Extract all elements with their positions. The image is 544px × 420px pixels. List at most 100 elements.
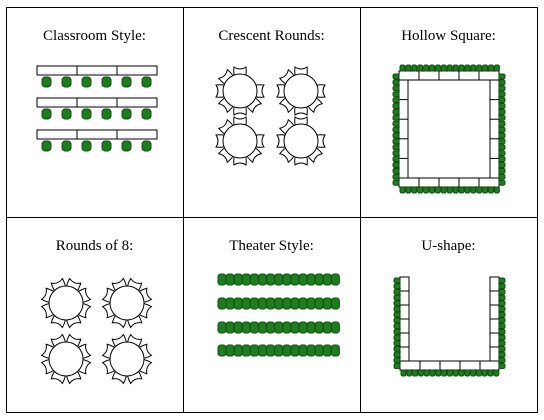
rounds-diagram — [40, 277, 152, 384]
chair — [392, 161, 399, 168]
chair — [498, 173, 505, 180]
chair — [498, 334, 505, 340]
chair — [257, 273, 267, 285]
chair — [281, 344, 291, 356]
table — [398, 70, 499, 80]
chair — [405, 369, 412, 376]
table — [36, 65, 77, 75]
chair — [392, 114, 399, 121]
chair — [249, 297, 259, 309]
table — [116, 65, 157, 75]
chair — [498, 108, 505, 115]
chair — [446, 64, 453, 71]
chair — [81, 140, 91, 151]
chair — [498, 311, 505, 318]
chair — [400, 369, 406, 376]
chair — [81, 76, 91, 87]
chair — [458, 186, 464, 193]
chair — [498, 90, 505, 97]
chair — [393, 288, 400, 295]
chair — [498, 78, 505, 85]
chair — [416, 64, 423, 71]
chair — [493, 64, 500, 71]
chair — [322, 344, 332, 356]
chair — [404, 64, 411, 71]
chair — [289, 273, 299, 285]
label-rounds: Rounds of 8: — [55, 237, 134, 254]
table — [116, 129, 157, 139]
chair — [393, 282, 400, 289]
table — [398, 79, 408, 178]
chair — [422, 186, 429, 193]
chair — [249, 321, 259, 333]
chair — [392, 78, 399, 85]
chair — [392, 73, 399, 79]
chair — [225, 273, 235, 285]
chair — [440, 369, 447, 376]
table — [76, 97, 117, 107]
chair — [249, 273, 259, 285]
chair — [322, 273, 332, 285]
cell-rounds: Rounds of 8: — [5, 216, 184, 413]
chair — [481, 186, 488, 193]
chair — [265, 321, 275, 333]
chair — [41, 140, 51, 151]
round-table — [109, 285, 144, 320]
chair — [257, 344, 267, 356]
chair — [241, 344, 251, 356]
chair — [428, 186, 435, 193]
chair — [498, 84, 505, 91]
chair — [463, 64, 470, 71]
chair — [440, 64, 447, 71]
chair — [475, 64, 482, 71]
chair — [281, 297, 291, 309]
cell-classroom: Classroom Style: — [5, 6, 184, 218]
chair — [217, 344, 226, 356]
chair — [330, 297, 340, 309]
chair — [61, 140, 71, 151]
chair — [392, 126, 399, 133]
chair — [393, 294, 400, 301]
chair — [393, 345, 400, 352]
round-table — [283, 123, 318, 158]
chair — [330, 321, 340, 333]
chair — [392, 90, 399, 97]
chair — [475, 369, 482, 376]
chair — [498, 299, 505, 306]
theater-diagram — [217, 273, 340, 356]
chair — [458, 64, 464, 71]
chair — [416, 186, 423, 193]
round-table — [222, 123, 257, 158]
chair — [121, 108, 131, 119]
round-table — [283, 73, 318, 108]
round-table-group — [40, 333, 91, 384]
chair — [498, 114, 505, 121]
chair — [469, 186, 476, 193]
chair — [281, 273, 291, 285]
chair — [498, 316, 505, 323]
chair — [141, 76, 151, 87]
chair — [314, 321, 324, 333]
chair — [399, 64, 405, 71]
round-table — [48, 285, 83, 320]
chair — [417, 369, 424, 376]
chair — [498, 362, 505, 369]
table — [76, 65, 117, 75]
chair — [498, 126, 505, 133]
chair — [440, 186, 447, 193]
chair — [289, 321, 299, 333]
chair — [452, 64, 459, 71]
chair — [498, 96, 505, 103]
chair — [289, 297, 299, 309]
chair — [393, 305, 400, 312]
chair — [392, 149, 399, 156]
chair — [410, 186, 417, 193]
classroom-diagram — [36, 65, 157, 151]
chair — [392, 179, 399, 186]
chair — [217, 297, 226, 309]
chair — [498, 120, 505, 127]
chair — [393, 328, 400, 335]
chair — [101, 140, 111, 151]
chair — [498, 282, 505, 289]
chair — [257, 321, 267, 333]
